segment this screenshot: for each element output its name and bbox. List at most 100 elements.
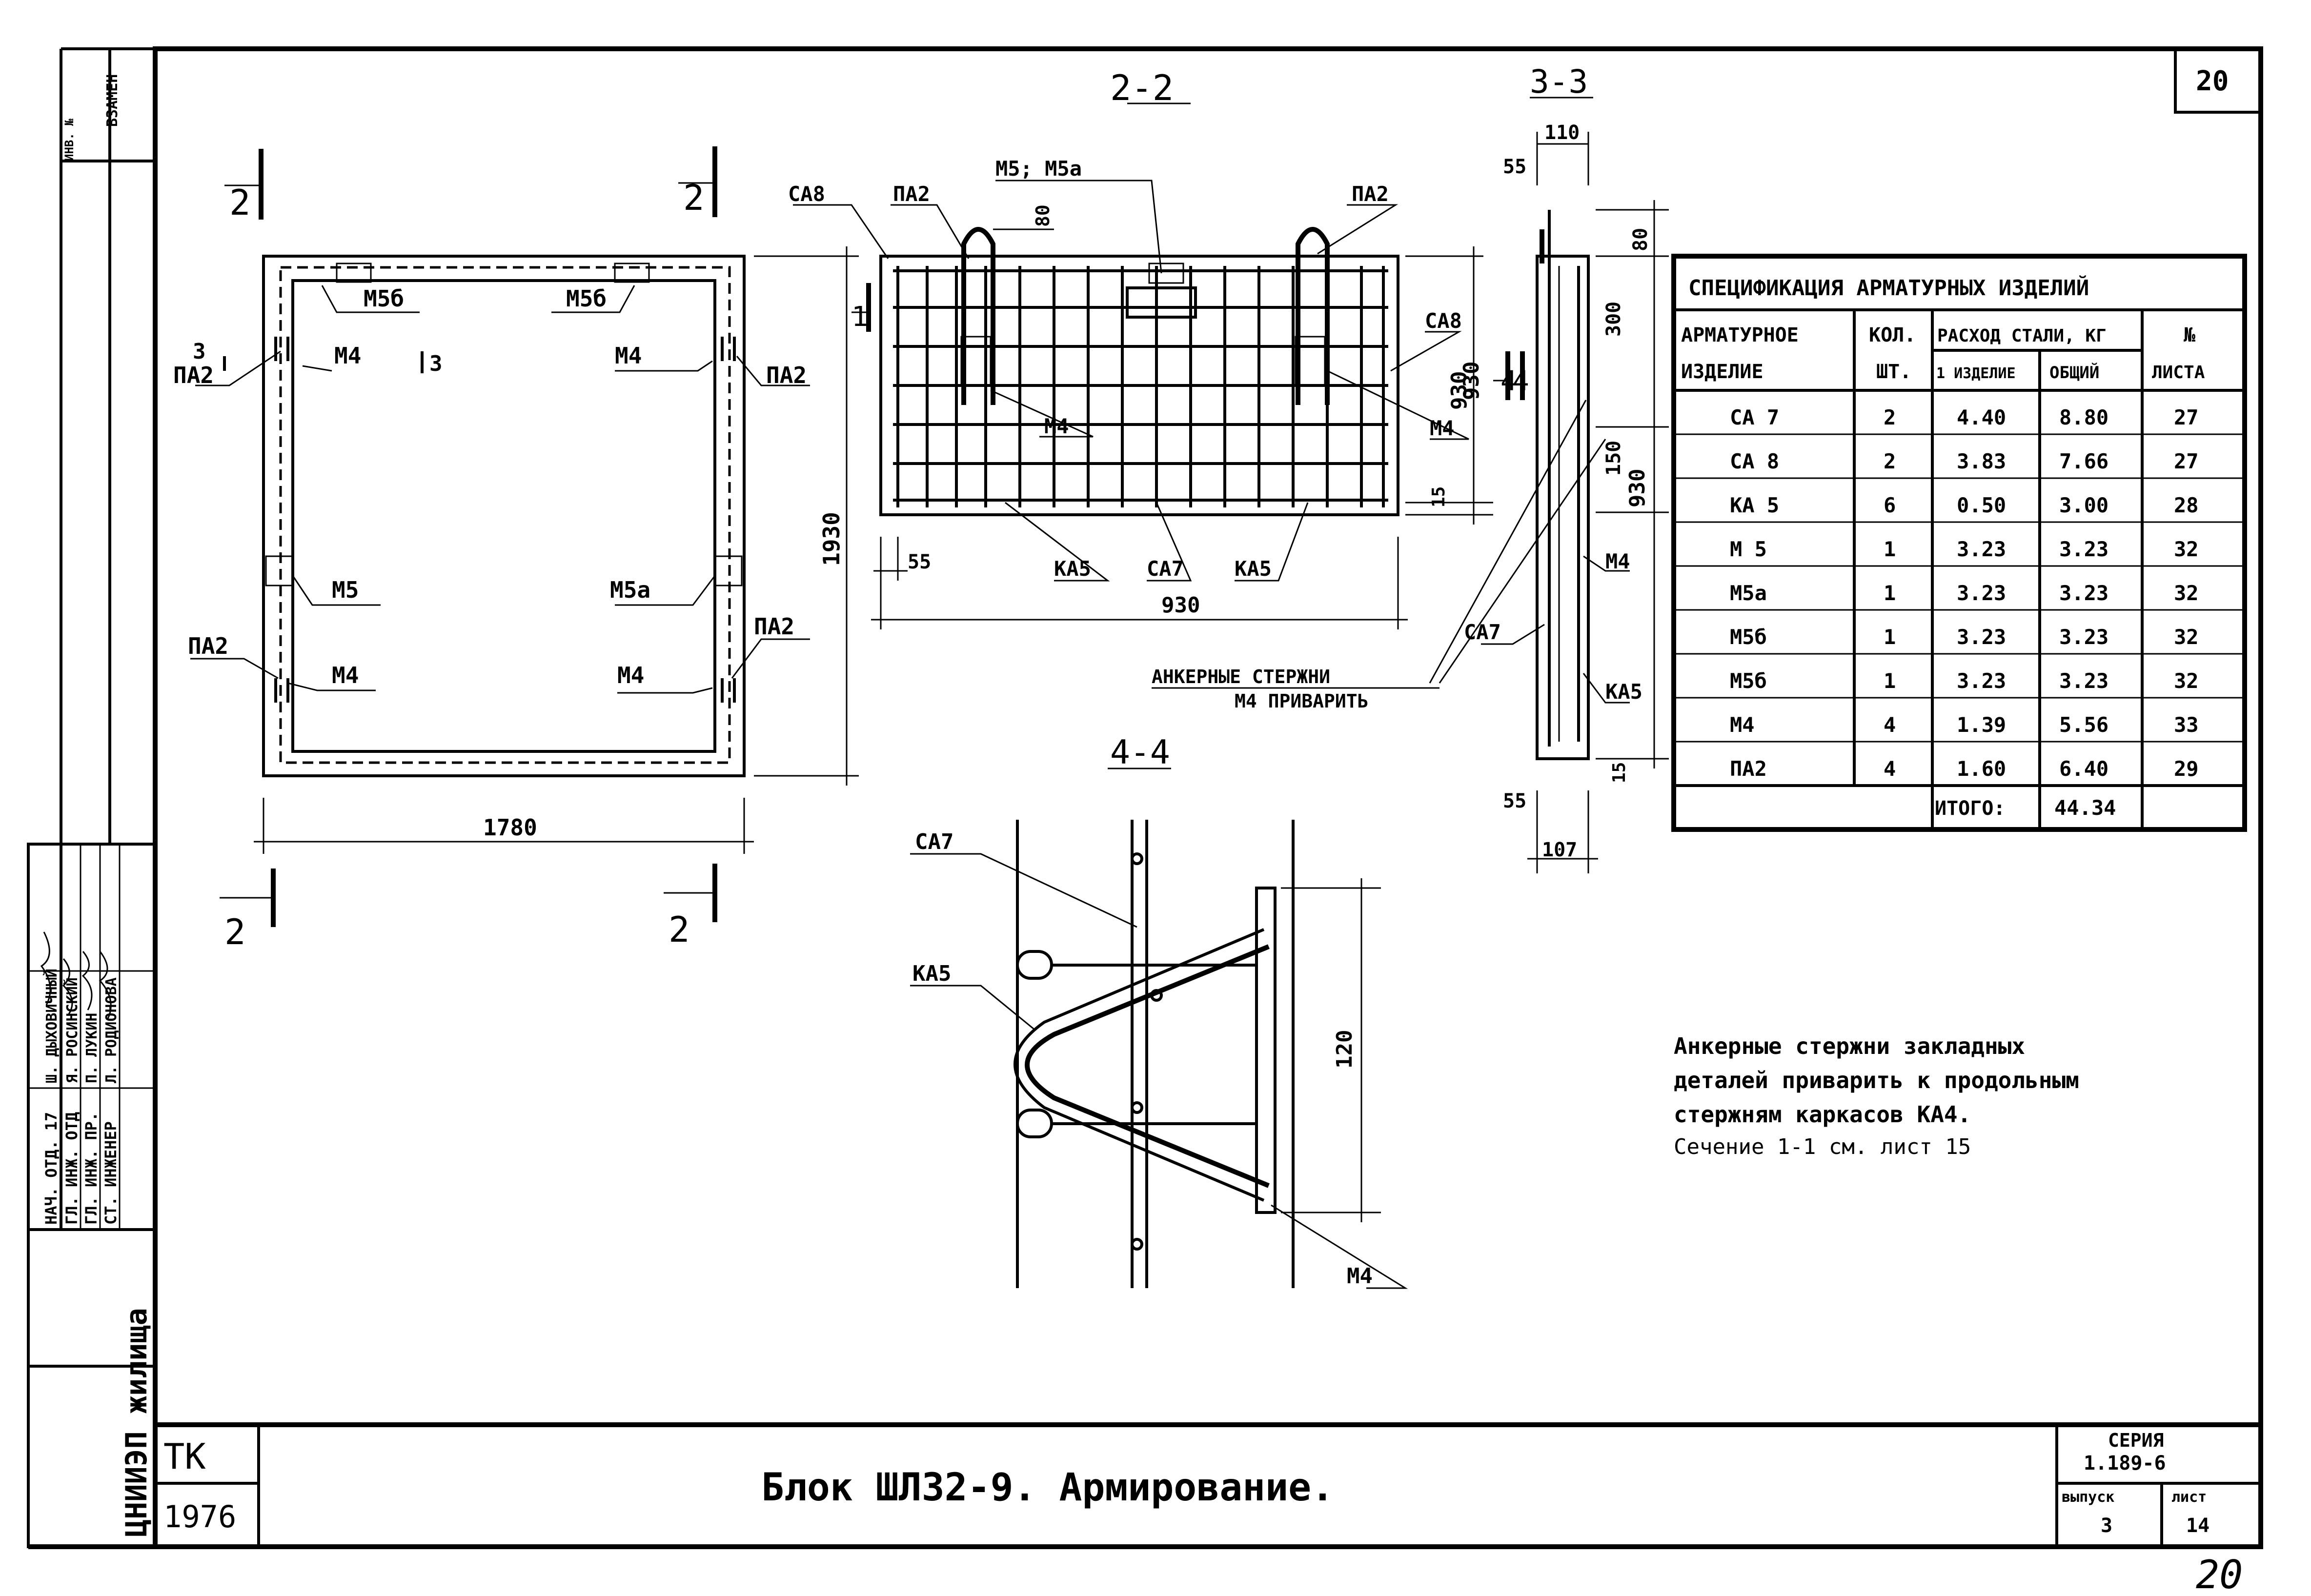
spec-h-no-2: ЛИСТА bbox=[2152, 363, 2205, 383]
org-name: ЦНИИЭП жилища bbox=[120, 1308, 154, 1537]
sec22-label-m4-right: М4 bbox=[1430, 416, 1455, 440]
sec33-dim-150: 150 bbox=[1602, 441, 1625, 476]
plan-cut-br: 2 bbox=[669, 909, 689, 950]
plan-label-m4-tl: М4 bbox=[334, 343, 361, 369]
sec22-dim-80: 80 bbox=[1032, 204, 1054, 227]
sig-name-2: Я. РОСИНСКИЙ bbox=[63, 977, 81, 1083]
spec-cell-sheet: 32 bbox=[2174, 669, 2199, 693]
spec-cell-qty: 1 bbox=[1884, 625, 1896, 649]
spec-cell-item: М4 bbox=[1730, 713, 1755, 737]
issue-label: выпуск bbox=[2062, 1489, 2114, 1506]
section-4-4 bbox=[910, 768, 1408, 1289]
sec22-label-ka5-right: КА5 bbox=[1235, 557, 1272, 581]
spec-cell-total: 6.40 bbox=[2059, 757, 2108, 781]
spec-cell-qty: 4 bbox=[1884, 757, 1896, 781]
spec-cell-item: КА 5 bbox=[1730, 493, 1779, 517]
issue-value: 3 bbox=[2101, 1515, 2112, 1537]
spec-cell-qty: 4 bbox=[1884, 713, 1896, 737]
plan-label-m4-tr: М4 bbox=[615, 343, 642, 369]
spec-cell-qty: 1 bbox=[1884, 537, 1896, 561]
spec-cell-sheet: 28 bbox=[2174, 493, 2199, 517]
sheet-frame bbox=[27, 46, 2263, 1549]
table-row: М 5 1 3.23 3.23 32 bbox=[1730, 537, 2199, 561]
spec-h-qty-1: КОЛ. bbox=[1869, 324, 1916, 346]
spec-cell-one: 3.23 bbox=[1957, 625, 2006, 649]
sec44-label-sa7: СА7 bbox=[915, 829, 953, 854]
sheet-number-top: 20 bbox=[2196, 65, 2229, 97]
spec-h-qty-2: ШТ. bbox=[1876, 361, 1911, 383]
plan-cut-tr: 2 bbox=[683, 177, 704, 218]
sec22-dim-930h: 930 bbox=[1447, 371, 1472, 410]
sec33-label-ka5: КА5 bbox=[1605, 680, 1642, 704]
sec22-label-ka5-left: КА5 bbox=[1054, 557, 1091, 581]
sig-name-3: П. ЛУКИН bbox=[83, 1013, 101, 1084]
spec-cell-one: 3.23 bbox=[1957, 669, 2006, 693]
plan-label-m5: М5 bbox=[332, 577, 359, 603]
spec-cell-item: М5б bbox=[1730, 669, 1767, 693]
plan-cut-bl: 2 bbox=[224, 911, 245, 952]
table-row: М5б 1 3.23 3.23 32 bbox=[1730, 625, 2199, 649]
list-value: 14 bbox=[2186, 1515, 2210, 1537]
signature-block: НАЧ. ОТД. 17 ГЛ. ИНЖ. ОТД ГЛ. ИНЖ. ПР. С… bbox=[40, 931, 120, 1225]
sig-name-1: Ш. ДЫХОВИЧНЫЙ bbox=[43, 969, 61, 1083]
sig-name-4: Л. РОДИОНОВА bbox=[103, 977, 120, 1083]
sheet-title: Блок ШЛ32-9. Армирование. bbox=[761, 1466, 1334, 1510]
series-label: СЕРИЯ bbox=[2108, 1430, 2164, 1451]
sec33-dim-80: 80 bbox=[1629, 228, 1652, 251]
note-line-3: стержням каркасов КА4. bbox=[1674, 1101, 1971, 1128]
sec22-label-sa8-right: СА8 bbox=[1425, 309, 1462, 333]
plan-label-pa2-tl: ПА2 bbox=[173, 362, 214, 388]
list-label: лист bbox=[2171, 1489, 2207, 1506]
spec-cell-total: 5.56 bbox=[2059, 713, 2108, 737]
plan-label-m4-bl: М4 bbox=[332, 662, 359, 688]
sec22-cut-1: 1 bbox=[851, 301, 868, 333]
plan-section-3-mid: 3 bbox=[429, 351, 443, 376]
sec33-cut-4: 4 bbox=[1500, 365, 1517, 397]
sheet-number-handwritten: 20 bbox=[2196, 1552, 2243, 1596]
sec33-dim-300: 300 bbox=[1602, 302, 1625, 337]
spec-cell-total: 3.23 bbox=[2059, 625, 2108, 649]
sec33-dim-55-top: 55 bbox=[1503, 156, 1526, 178]
spec-cell-one: 3.83 bbox=[1957, 449, 2006, 473]
spec-h-one: 1 ИЗДЕЛИЕ bbox=[1936, 365, 2016, 382]
sec22-label-pa2-right: ПА2 bbox=[1352, 182, 1389, 206]
plan-label-m5a: М5а bbox=[610, 577, 650, 603]
sig-role-3: ГЛ. ИНЖ. ПР. bbox=[82, 1112, 101, 1225]
sec22-dim-930w: 930 bbox=[1161, 593, 1200, 618]
spec-cell-sheet: 29 bbox=[2174, 757, 2199, 781]
spec-cell-sheet: 27 bbox=[2174, 449, 2199, 473]
sec33-dim-55-bottom: 55 bbox=[1503, 790, 1526, 812]
spec-cell-item: СА 8 bbox=[1730, 449, 1779, 473]
sec22-dim-55: 55 bbox=[908, 551, 931, 573]
sec44-title: 4-4 bbox=[1110, 733, 1170, 772]
spec-cell-sheet: 32 bbox=[2174, 537, 2199, 561]
sec44-label-ka5: КА5 bbox=[912, 961, 951, 986]
spec-cell-sheet: 33 bbox=[2174, 713, 2199, 737]
spec-rows: СА 7 2 4.40 8.80 27 СА 8 2 3.83 7.66 27 … bbox=[1730, 405, 2199, 781]
sec33-dim-107: 107 bbox=[1542, 839, 1577, 861]
table-row: М5а 1 3.23 3.23 32 bbox=[1730, 581, 2199, 605]
spec-cell-qty: 2 bbox=[1884, 405, 1896, 429]
spec-cell-total: 7.66 bbox=[2059, 449, 2108, 473]
spec-table bbox=[1671, 254, 2247, 832]
spec-cell-qty: 2 bbox=[1884, 449, 1896, 473]
sec33-dim-15: 15 bbox=[1609, 762, 1629, 783]
spec-cell-total: 3.23 bbox=[2059, 537, 2108, 561]
year-label: 1976 bbox=[163, 1499, 236, 1535]
sig-role-1: НАЧ. ОТД. 17 bbox=[42, 1112, 61, 1225]
plan-label-pa2-bl: ПА2 bbox=[188, 633, 228, 659]
sec22-label-m4-mid: М4 bbox=[1044, 414, 1069, 438]
spec-total-value: 44.34 bbox=[2054, 796, 2116, 820]
sec33-label-m4: М4 bbox=[1605, 549, 1630, 573]
spec-cell-total: 3.23 bbox=[2059, 581, 2108, 605]
spec-cell-qty: 1 bbox=[1884, 669, 1896, 693]
sec33-dim-930b: 930 bbox=[1625, 469, 1650, 507]
spec-h-item-2: ИЗДЕЛИЕ bbox=[1681, 361, 1764, 383]
note-line-4: Сечение 1-1 см. лист 15 bbox=[1674, 1134, 1971, 1159]
anchor-note-2: М4 ПРИВАРИТЬ bbox=[1235, 690, 1369, 712]
note-line-2: деталей приварить к продольным bbox=[1674, 1067, 2079, 1093]
spec-total-label: ИТОГО: bbox=[1935, 797, 2006, 820]
plan-section-3-left: 3 bbox=[193, 339, 206, 364]
spec-cell-one: 3.23 bbox=[1957, 537, 2006, 561]
